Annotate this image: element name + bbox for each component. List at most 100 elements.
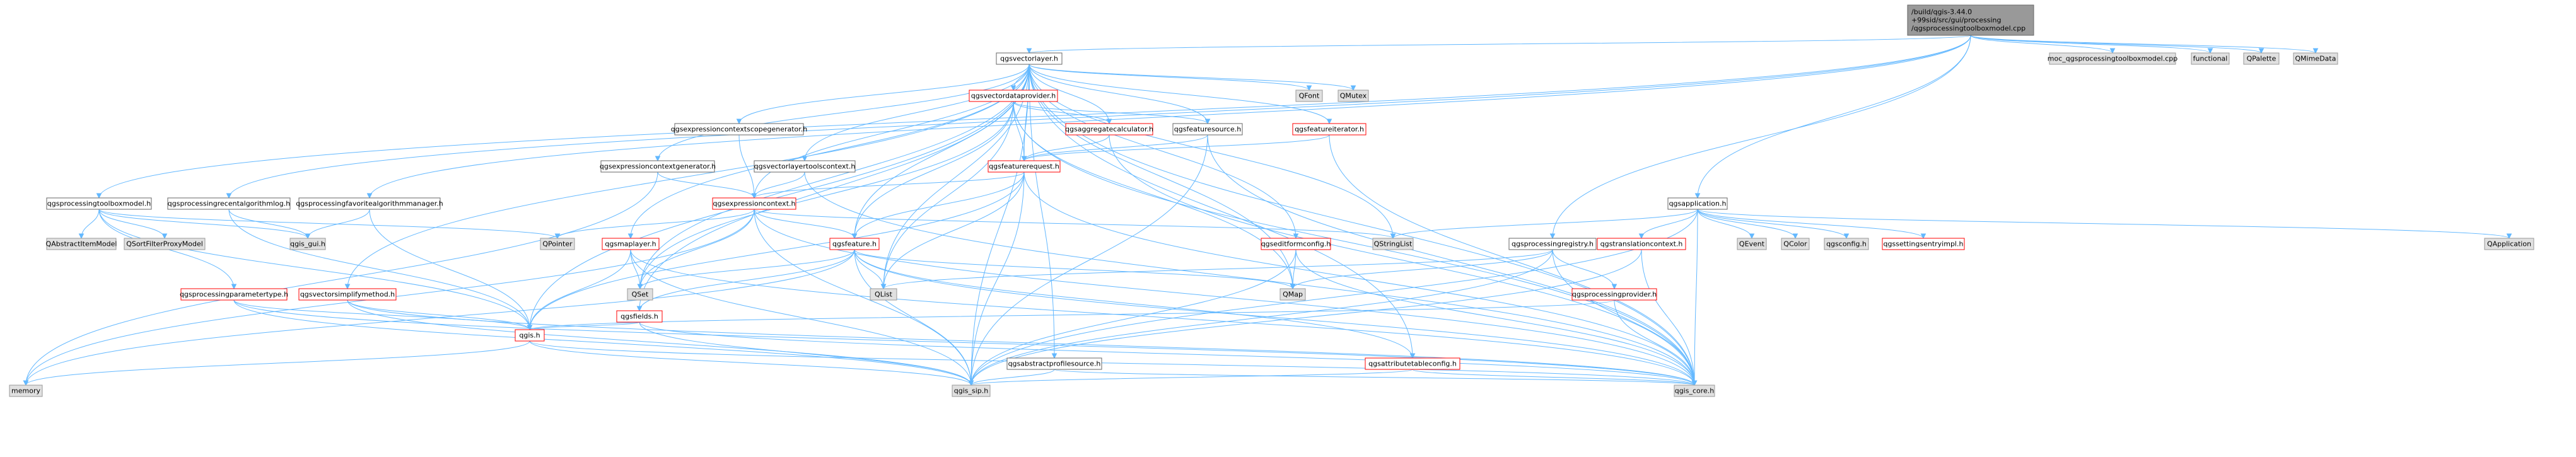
node-qlist[interactable]: QList	[870, 288, 897, 301]
node-qgis_gui[interactable]: qgis_gui.h	[289, 238, 326, 250]
node-qgsexpressioncontext[interactable]: qgsexpressioncontext.h	[712, 197, 796, 210]
edge-qgsfeaturerequest-to-qgis_core	[1023, 171, 1695, 386]
edge-qgsfeature-to-qset	[639, 249, 855, 289]
node-qgsapplication[interactable]: qgsapplication.h	[1667, 197, 1728, 210]
node-box-qgsexpressioncontext	[712, 197, 796, 210]
edge-qgsfields-to-qgis_core	[639, 321, 1695, 386]
node-qpalette[interactable]: QPalette	[2243, 52, 2280, 65]
edge-qgsfields-to-qgis_sip	[639, 321, 972, 386]
node-qsortfilterproxymodel[interactable]: QSortFilterProxyModel	[124, 238, 206, 250]
node-qabstractitemmodel[interactable]: QAbstractItemModel	[46, 238, 117, 250]
edge-arrow-qgsapplication-to-qapplication	[2506, 233, 2512, 240]
node-moc[interactable]: moc_qgsprocessingtoolboxmodel.cpp	[2048, 52, 2177, 65]
node-qgsprocessingrecentalgorithmlog[interactable]: qgsprocessingrecentalgorithmlog.h	[167, 197, 291, 210]
node-root[interactable]: /build/qgis-3.44.0+99sid/src/gui/process…	[1907, 4, 2034, 36]
edge-qgsapplication-to-qcolor	[1697, 209, 1796, 239]
node-box-qapplication	[2484, 238, 2534, 250]
node-qgsvectorlayertoolscontext[interactable]: qgsvectorlayertoolscontext.h	[754, 160, 856, 173]
node-qgis_sip[interactable]: qgis_sip.h	[952, 385, 991, 397]
edge-qgsvectorlayer-to-qgsaggregatecalculator	[1029, 64, 1110, 124]
node-qmutex[interactable]: QMutex	[1338, 90, 1369, 102]
node-qgsaggregatecalculator[interactable]: qgsaggregatecalculator.h	[1065, 123, 1153, 136]
edge-qgsprocessingtoolboxmodel-to-qgis_gui	[98, 209, 308, 239]
node-label-qset: QSet	[632, 291, 649, 299]
node-qgsfeature[interactable]: qgsfeature.h	[829, 238, 880, 250]
node-qgsexpressioncontextgenerator[interactable]: qgsexpressioncontextgenerator.h	[600, 160, 716, 173]
node-qgsfields[interactable]: qgsfields.h	[616, 310, 663, 323]
node-label-functional: functional	[2193, 55, 2228, 63]
node-qgsprocessingtoolboxmodel[interactable]: qgsprocessingtoolboxmodel.h	[46, 197, 152, 210]
node-label-qgsprocessingprovider: qgsprocessingprovider.h	[1572, 291, 1657, 299]
edge-qgsabstractprofilesource-to-qgis_sip	[970, 369, 1055, 386]
node-qevent[interactable]: QEvent	[1737, 238, 1767, 250]
node-memory[interactable]: memory	[9, 385, 43, 397]
node-qgsfeaturerequest[interactable]: qgsfeaturerequest.h	[988, 160, 1061, 173]
node-box-qlist	[870, 288, 897, 301]
node-qmimedata[interactable]: QMimeData	[2293, 52, 2338, 65]
node-label-qgsprocessingtoolboxmodel: qgsprocessingtoolboxmodel.h	[47, 200, 151, 208]
node-qcolor[interactable]: QColor	[1781, 238, 1810, 250]
node-box-qgsprocessingregistry	[1508, 238, 1597, 250]
node-label-qgsaggregatecalculator: qgsaggregatecalculator.h	[1065, 125, 1153, 134]
edge-arrow-qgsapplication-to-qgsconfig	[1843, 233, 1850, 240]
node-label-qgsattributetableconfig: qgsattributetableconfig.h	[1368, 360, 1457, 368]
node-qgsprocessingfavoritealgorithmmanager[interactable]: qgsprocessingfavoritealgorithmmanager.h	[296, 197, 443, 210]
node-qgssettingsentryimpl[interactable]: qgssettingsentryimpl.h	[1882, 238, 1965, 250]
node-qgsabstractprofilesource[interactable]: qgsabstractprofilesource.h	[1006, 357, 1102, 370]
edge-qgsprocessingfavoritealgorithmmanager-to-qgis_gui	[307, 209, 370, 239]
edge-qgsprocessingrecentalgorithmlog-to-qgis	[228, 209, 530, 330]
node-qgseditformconfig[interactable]: qgseditformconfig.h	[1261, 238, 1331, 250]
node-label-qabstractitemmodel: QAbstractItemModel	[46, 240, 117, 248]
node-qapplication[interactable]: QApplication	[2484, 238, 2534, 250]
node-label-qgsfeaturesource: qgsfeaturesource.h	[1174, 125, 1241, 134]
edge-root-to-qmimedata	[1970, 35, 2316, 54]
node-qgsvectorlayer[interactable]: qgsvectorlayer.h	[996, 52, 1063, 65]
edge-qgsprocessingtoolboxmodel-to-qabstractitemmodel	[81, 209, 100, 239]
node-qgsexpressioncontextscopegenerator[interactable]: qgsexpressioncontextscopegenerator.h	[671, 123, 808, 136]
node-box-qmap	[1279, 288, 1306, 301]
edge-qgsvectorsimplifymethod-to-qgis_core	[347, 299, 1695, 386]
node-qgsvectordataprovider[interactable]: qgsvectordataprovider.h	[969, 90, 1058, 102]
edge-qgsvectorlayer-to-qgsabstractprofilesource	[1029, 64, 1055, 359]
edge-qgsfeaturesource-to-qgsfeaturerequest	[1023, 134, 1208, 161]
node-qgsprocessingprovider[interactable]: qgsprocessingprovider.h	[1571, 288, 1657, 301]
node-label-qgsconfig: qgsconfig.h	[1826, 240, 1867, 248]
edge-arrow-qgsvectorlayer-to-qgsabstractprofilesource	[1051, 353, 1058, 359]
node-functional[interactable]: functional	[2191, 52, 2230, 65]
node-qpointer[interactable]: QPointer	[540, 238, 575, 250]
node-qset[interactable]: QSet	[627, 288, 653, 301]
edge-arrow-qgsprocessingprovider-to-qgis	[527, 325, 533, 331]
edge-qgsvectorlayer-to-qgsfeatureiterator	[1029, 64, 1330, 124]
node-qstringlist[interactable]: QStringList	[1372, 238, 1414, 250]
edge-qgis-to-qgis_sip	[529, 340, 972, 386]
edge-qgsfeature-to-qlist	[854, 249, 884, 289]
edge-qgsfeaturerequest-to-qgis_sip	[970, 171, 1025, 386]
node-qfont[interactable]: QFont	[1295, 90, 1323, 102]
edge-qgsvectordataprovider-to-qgis_core	[1013, 101, 1695, 386]
edge-qgsexpressioncontext-to-qgis_core	[754, 209, 1695, 386]
node-qgsprocessingregistry[interactable]: qgsprocessingregistry.h	[1508, 238, 1597, 250]
node-qgsconfig[interactable]: qgsconfig.h	[1824, 238, 1869, 250]
node-qmap[interactable]: QMap	[1279, 288, 1306, 301]
node-label-qpalette: QPalette	[2247, 55, 2276, 63]
node-qgsvectorsimplifymethod[interactable]: qgsvectorsimplifymethod.h	[298, 288, 397, 301]
node-qgsfeaturesource[interactable]: qgsfeaturesource.h	[1172, 123, 1243, 136]
node-box-qgsfeature	[829, 238, 880, 250]
node-box-memory	[9, 385, 43, 397]
edge-qgsprocessingprovider-to-qgis_core	[1614, 299, 1695, 386]
node-qgis[interactable]: qgis.h	[515, 329, 545, 342]
node-qgstranslationcontext[interactable]: qgstranslationcontext.h	[1597, 238, 1686, 250]
edge-qgsexpressioncontextgenerator-to-qgsexpressioncontext	[657, 171, 755, 199]
node-label-qgsfeaturerequest: qgsfeaturerequest.h	[989, 163, 1059, 171]
node-box-qgsprocessingtoolboxmodel	[46, 197, 152, 210]
edge-arrow-qgis-to-memory	[23, 380, 29, 386]
node-qgsfeatureiterator[interactable]: qgsfeatureiterator.h	[1292, 123, 1367, 136]
node-box-qgsfeaturesource	[1172, 123, 1243, 136]
node-box-qpalette	[2243, 52, 2280, 65]
node-box-qgsaggregatecalculator	[1065, 123, 1153, 136]
node-qgsmaplayer[interactable]: qgsmaplayer.h	[602, 238, 660, 250]
node-qgis_core[interactable]: qgis_core.h	[1674, 385, 1715, 397]
node-qgsattributetableconfig[interactable]: qgsattributetableconfig.h	[1365, 357, 1460, 370]
edge-arrow-root-to-qpalette	[2258, 48, 2264, 54]
node-qgsprocessingparametertype[interactable]: qgsprocessingparametertype.h	[180, 288, 288, 301]
